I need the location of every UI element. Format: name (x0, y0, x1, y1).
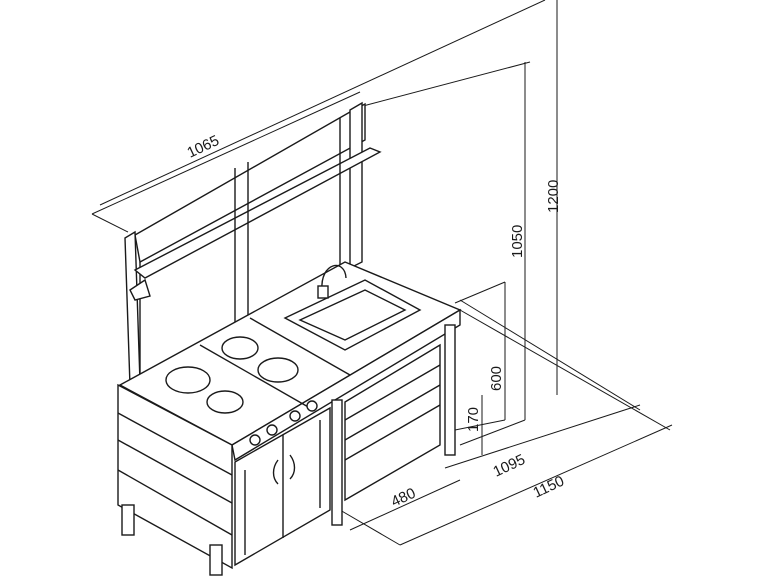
label-1150: 1150 (531, 473, 567, 502)
knob (306, 400, 318, 412)
knob (289, 410, 301, 422)
burner (206, 390, 244, 414)
knob (266, 424, 278, 436)
knob (249, 434, 261, 446)
burner (221, 336, 259, 360)
label-1095: 1095 (491, 451, 528, 481)
cabinet (117, 324, 456, 576)
label-1200: 1200 (545, 180, 562, 213)
stove (165, 336, 318, 446)
label-600: 600 (488, 366, 505, 391)
label-170: 170 (465, 407, 482, 432)
label-1050: 1050 (509, 225, 526, 258)
back-panel (124, 101, 382, 388)
burner (165, 366, 211, 394)
burner (257, 357, 299, 383)
dimension-lines (91, 0, 673, 546)
sink (283, 264, 422, 351)
label-480: 480 (389, 485, 419, 511)
